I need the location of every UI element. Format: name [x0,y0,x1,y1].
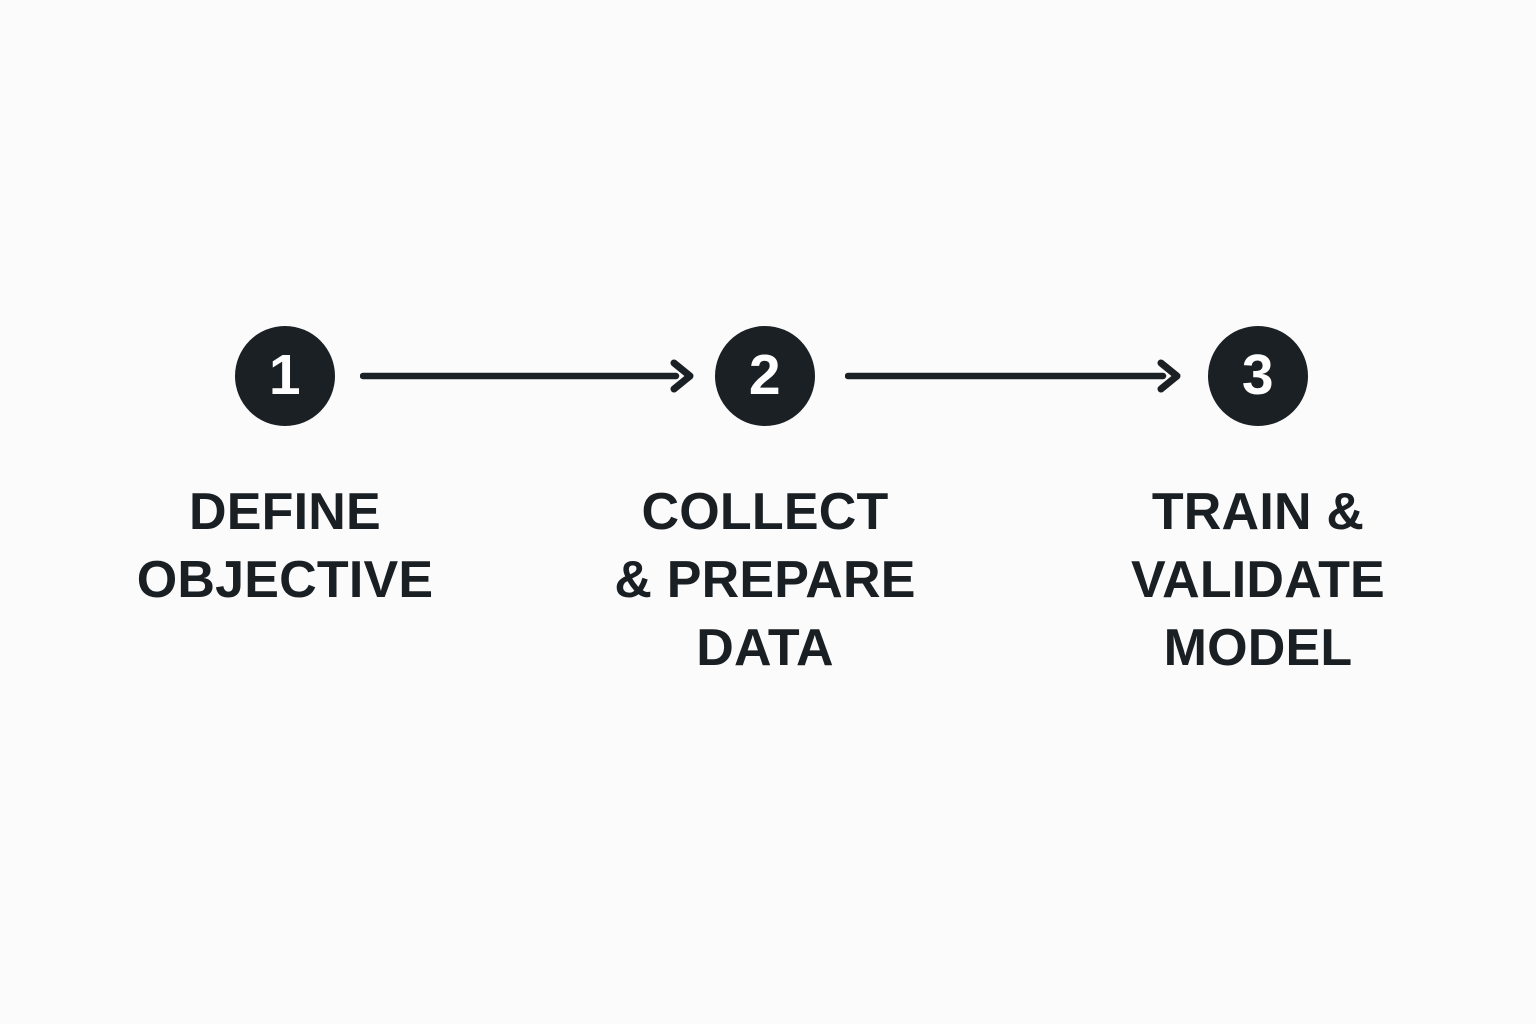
connector-arrow-2 [845,354,1183,398]
connector-arrow-1 [360,354,696,398]
arrow-right-icon [360,359,694,393]
process-step-3[interactable]: 3 TRAIN & VALIDATE MODEL [1098,326,1418,682]
step-number-badge-3[interactable]: 3 [1208,326,1308,426]
step-number-3: 3 [1241,342,1275,407]
step-label-1: DEFINE OBJECTIVE [136,483,434,609]
process-step-2[interactable]: 2 COLLECT & PREPARE DATA [605,326,925,682]
step-label-2: COLLECT & PREPARE DATA [614,483,916,677]
step-number-badge-2[interactable]: 2 [715,326,815,426]
process-step-1[interactable]: 1 DEFINE OBJECTIVE [125,326,445,614]
step-number-badge-1[interactable]: 1 [235,326,335,426]
step-number-2: 2 [748,342,782,407]
step-number-1: 1 [268,342,302,407]
arrow-right-icon [845,359,1181,393]
step-label-3: TRAIN & VALIDATE MODEL [1131,483,1385,677]
